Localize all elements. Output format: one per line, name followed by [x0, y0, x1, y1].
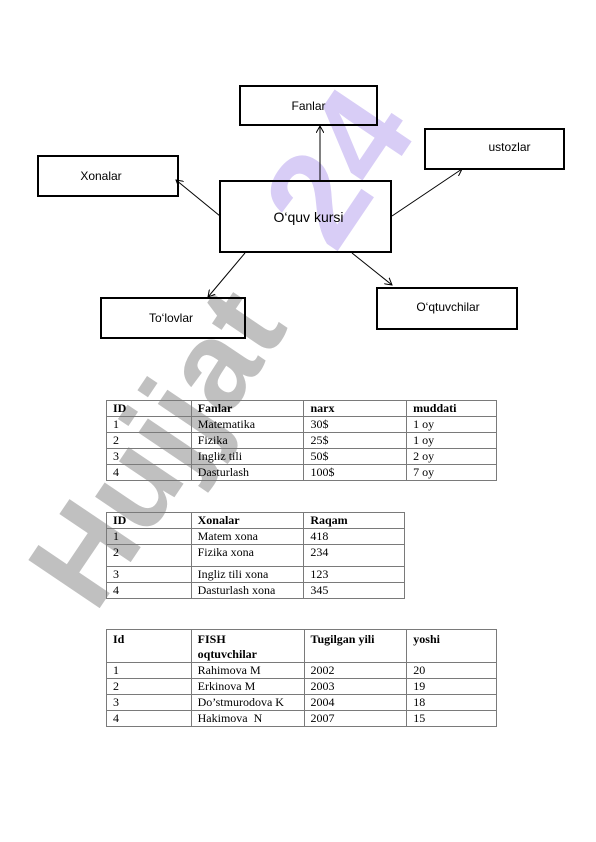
table-row: 4 Dasturlash xona 345: [106, 582, 405, 599]
header-cell: ID: [106, 400, 192, 417]
node-tolovlar: To‘lovlar: [100, 297, 246, 339]
table-cell: 345: [303, 582, 405, 599]
table-cell: 2004: [303, 694, 408, 711]
table-cell: 2002: [303, 662, 408, 679]
header-cell: FISH oqtuvchilar: [190, 629, 305, 663]
table-header-row: ID Fanlar narx muddati: [106, 400, 497, 417]
header-cell: ID: [106, 512, 192, 529]
node-fanlar: Fanlar: [239, 85, 378, 126]
table-cell: Fizika xona: [190, 544, 305, 567]
header-cell: Raqam: [303, 512, 405, 529]
table-cell: 7 oy: [406, 464, 497, 481]
table-cell: 2: [106, 678, 192, 695]
table-cell: 123: [303, 566, 405, 583]
table-row: 3 Ingliz tili xona 123: [106, 566, 405, 583]
header-cell: narx: [303, 400, 408, 417]
table-cell: Matematika: [190, 416, 305, 433]
header-cell: Xonalar: [190, 512, 305, 529]
arrow-to-oqtuvchilar: [351, 252, 392, 285]
table-row: 4 Dasturlash 100$ 7 oy: [106, 464, 497, 481]
table-cell: 1: [106, 528, 192, 545]
node-tolovlar-label: To‘lovlar: [148, 311, 193, 325]
table-cell: 234: [303, 544, 405, 567]
node-oqtuvchilar: O‘qtuvchilar: [376, 287, 518, 330]
node-center-oquv-kursi: O‘quv kursi: [219, 180, 392, 253]
table-cell: 3: [106, 694, 192, 711]
table-cell: Ingliz tili: [190, 448, 305, 465]
node-oqtuvchilar-label: O‘qtuvchilar: [416, 299, 480, 314]
table-cell: 3: [106, 566, 192, 583]
xonalar-table: ID Xonalar Raqam 1 Matem xona 418 2 Fizi…: [106, 512, 405, 599]
table-cell: Do’stmurodova K: [190, 694, 305, 711]
table-row: 3 Ingliz tili 50$ 2 oy: [106, 448, 497, 465]
table-cell: 100$: [303, 464, 408, 481]
header-cell: muddati: [406, 400, 497, 417]
table-cell: 4: [106, 710, 192, 727]
table-cell: Dasturlash: [190, 464, 305, 481]
header-cell: Fanlar: [190, 400, 305, 417]
table-cell: 18: [406, 694, 497, 711]
table-row: 2 Fizika xona 234: [106, 544, 405, 567]
table-cell: Hakimova N: [190, 710, 305, 727]
table-cell: 30$: [303, 416, 408, 433]
node-ustozlar-label: ustozlar: [488, 140, 531, 154]
table-cell: Ingliz tili xona: [190, 566, 305, 583]
oqtuvchilar-table: Id FISH oqtuvchilar Tugilgan yili yoshi …: [106, 629, 497, 727]
table-row: 1 Rahimova M 2002 20: [106, 662, 497, 679]
table-cell: 19: [406, 678, 497, 695]
node-xonalar-label: Xonalar: [80, 169, 122, 183]
table-cell: 2003: [303, 678, 408, 695]
arrow-to-xonalar: [176, 180, 221, 217]
table-row: 2 Fizika 25$ 1 oy: [106, 432, 497, 449]
arrow-to-tolovlar: [208, 252, 246, 297]
table-cell: 2: [106, 432, 192, 449]
table-header-row: ID Xonalar Raqam: [106, 512, 405, 529]
table-cell: Rahimova M: [190, 662, 305, 679]
header-cell: yoshi: [406, 629, 497, 663]
node-center-label: O‘quv kursi: [273, 208, 344, 225]
node-fanlar-label: Fanlar: [291, 98, 326, 113]
fanlar-table: ID Fanlar narx muddati 1 Matematika 30$ …: [106, 400, 497, 481]
table-cell: 25$: [303, 432, 408, 449]
table-row: 1 Matematika 30$ 1 oy: [106, 416, 497, 433]
table-cell: 15: [406, 710, 497, 727]
table-cell: 2: [106, 544, 192, 567]
table-cell: 20: [406, 662, 497, 679]
table-cell: 1 oy: [406, 432, 497, 449]
table-cell: 4: [106, 582, 192, 599]
table-row: 2 Erkinova M 2003 19: [106, 678, 497, 695]
table-row: 3 Do’stmurodova K 2004 18: [106, 694, 497, 711]
node-xonalar: Xonalar: [37, 155, 179, 197]
table-cell: Erkinova M: [190, 678, 305, 695]
table-row: 4 Hakimova N 2007 15: [106, 710, 497, 727]
table-cell: 2 oy: [406, 448, 497, 465]
table-cell: Matem xona: [190, 528, 305, 545]
header-cell: Tugilgan yili: [303, 629, 408, 663]
table-cell: 50$: [303, 448, 408, 465]
table-cell: 418: [303, 528, 405, 545]
table-cell: 1: [106, 416, 192, 433]
table-cell: Dasturlash xona: [190, 582, 305, 599]
table-cell: 2007: [303, 710, 408, 727]
table-cell: Fizika: [190, 432, 305, 449]
table-cell: 4: [106, 464, 192, 481]
header-cell: Id: [106, 629, 192, 663]
table-cell: 3: [106, 448, 192, 465]
table-row: 1 Matem xona 418: [106, 528, 405, 545]
table-cell: 1 oy: [406, 416, 497, 433]
table-cell: 1: [106, 662, 192, 679]
table-header-row: Id FISH oqtuvchilar Tugilgan yili yoshi: [106, 629, 497, 663]
arrow-to-ustozlar: [391, 169, 462, 217]
node-ustozlar: ustozlar: [424, 128, 565, 170]
